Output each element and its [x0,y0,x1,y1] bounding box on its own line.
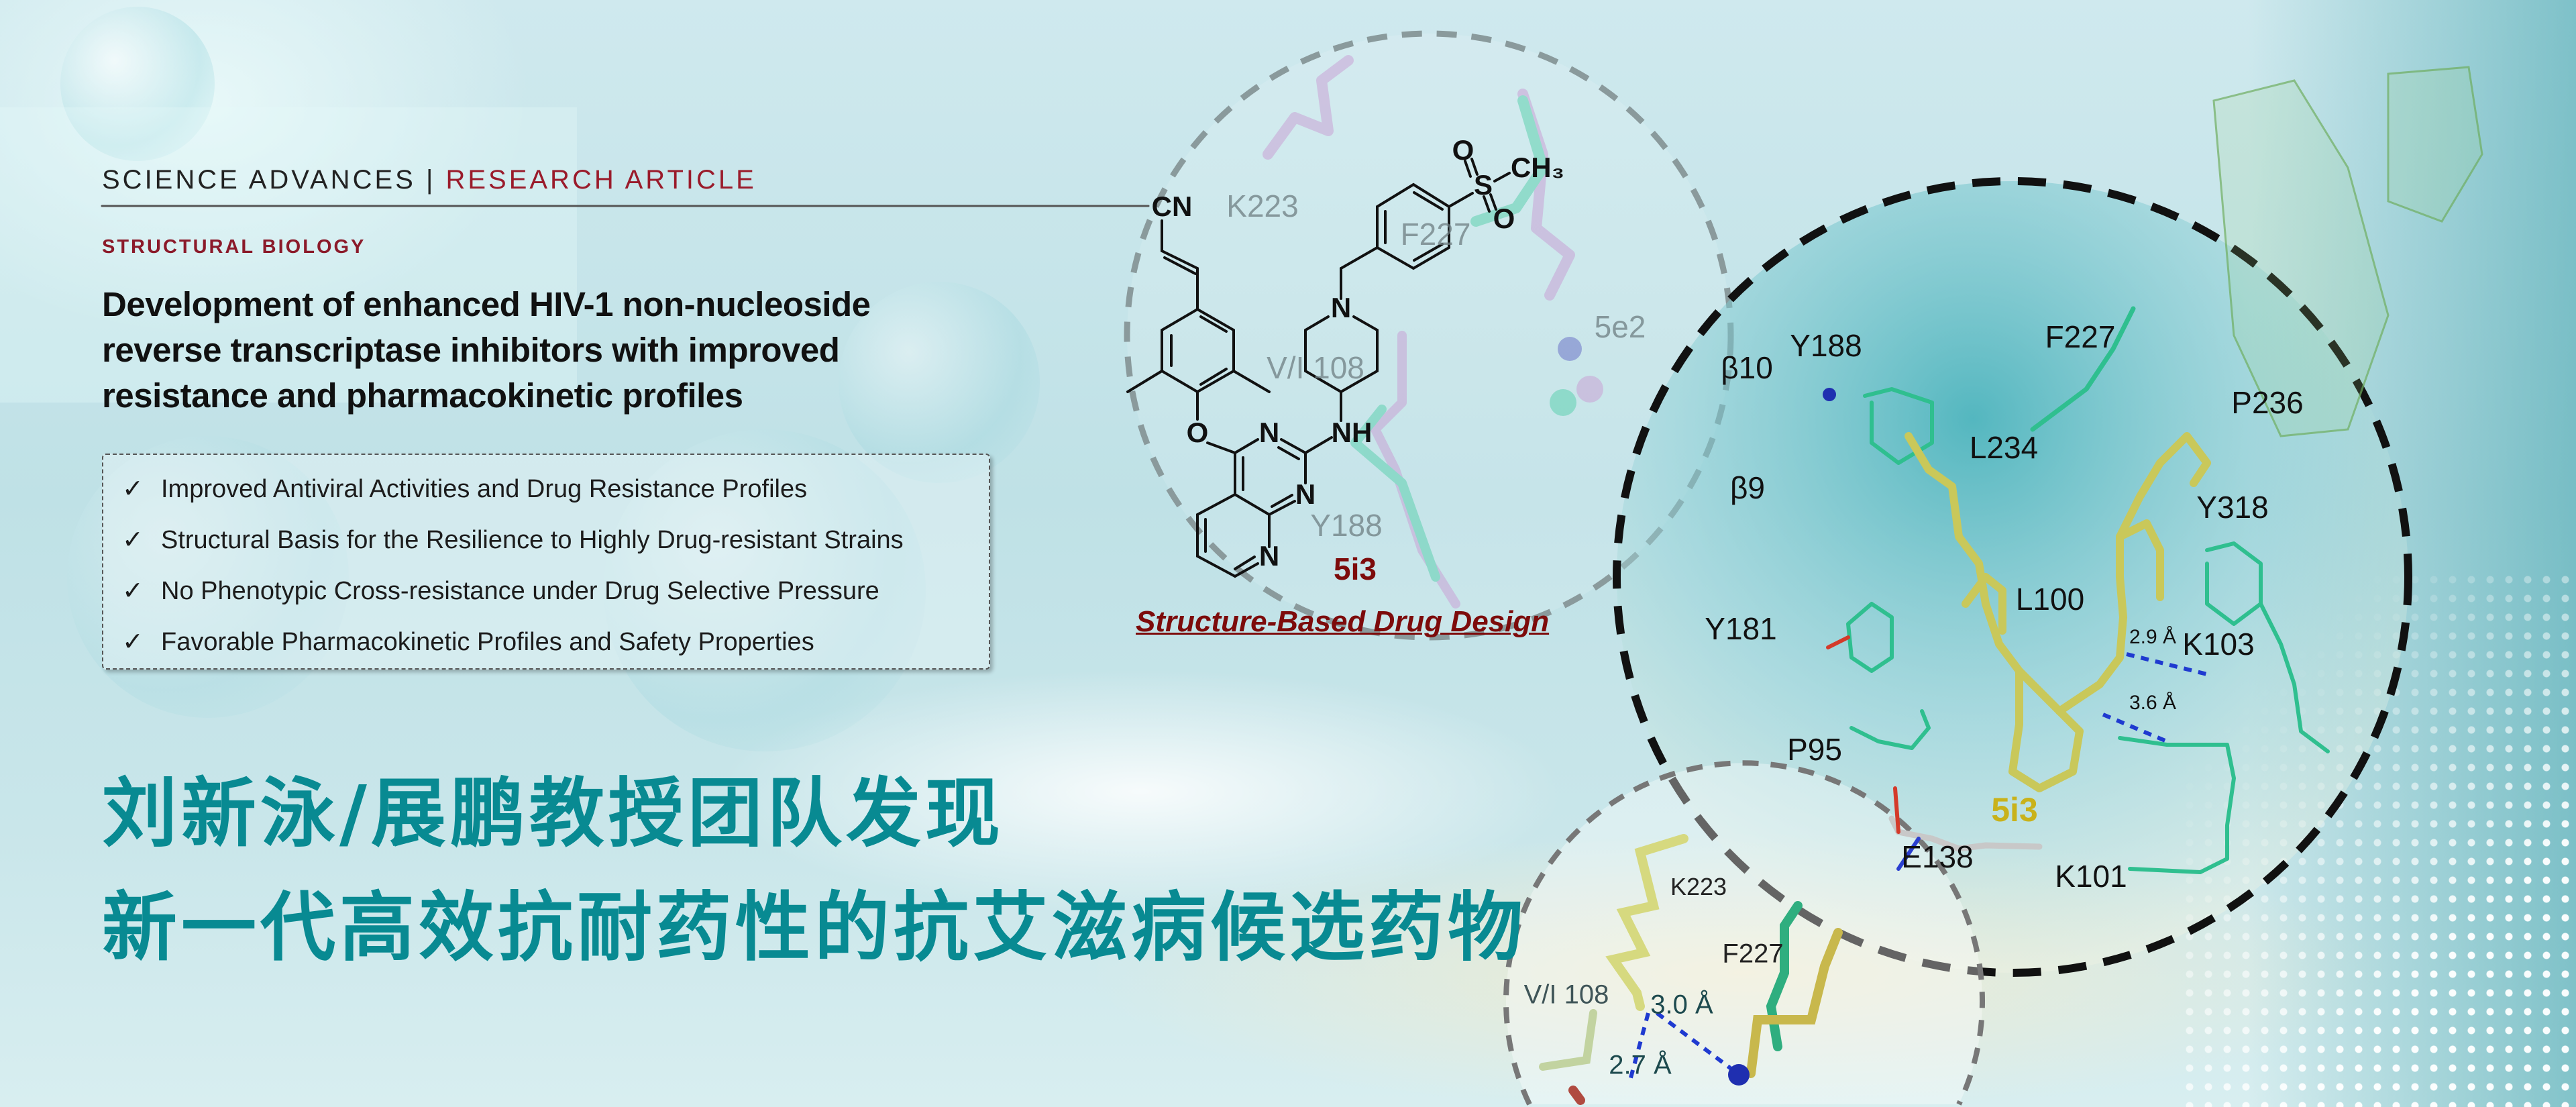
residue-label-p95: P95 [1787,732,1842,767]
inset-circle-fill [1506,763,1982,1104]
atom-label-n: N [1258,417,1280,448]
title-line: Development of enhanced HIV-1 non-nucleo… [102,285,871,323]
binding-site-residues [1826,306,2330,874]
strand-label-b9: β9 [1729,470,1766,505]
section-label: STRUCTURAL BIOLOGY [102,236,366,258]
inset-label-vi108: V/I 108 [1523,980,1609,1010]
title-line: resistance and pharmacokinetic profiles [102,376,743,415]
atom-label-n: N [1330,292,1352,323]
decorative-bubble [60,7,215,161]
overlay-label-k223: K223 [1226,189,1299,223]
residue-label-k101: K101 [2055,859,2127,894]
residue-label-l234: L234 [1969,430,2039,465]
residue-label-k103: K103 [2182,627,2255,662]
highlight-item: ✓ No Phenotypic Cross-resistance under Dr… [122,576,879,606]
atom-label-o: O [1452,134,1474,166]
atom-label-o: O [1493,203,1515,234]
journal-header: SCIENCE ADVANCES | RESEARCH ARTICLE [102,165,757,195]
overlay-label-vi108: V/I 108 [1267,350,1364,385]
residue-label-y318: Y318 [2196,490,2269,525]
chemical-structure-5i3 [101,158,1511,578]
residue-label-y181: Y181 [1705,611,1777,646]
check-icon: ✓ [122,526,144,554]
ligand-5i3-sticks [1823,388,2211,792]
residue-label-f227: F227 [2045,319,2116,354]
overlay-label-y188: Y188 [1310,508,1383,543]
atom-label-n: N [1295,478,1316,510]
overlay-label-5e2: 5e2 [1594,309,1646,344]
inset-label-f227: F227 [1722,939,1784,969]
highlight-item: ✓ Favorable Pharmacokinetic Profiles and … [122,627,814,657]
atom-label-n: N [1258,540,1280,572]
highlight-item: ✓ Structural Basis for the Resilience to … [122,525,904,555]
check-icon: ✓ [122,577,144,605]
decorative-bubble [604,429,926,751]
residue-label-y188: Y188 [1790,328,1862,363]
atom-label-ch3: CH₃ [1510,152,1565,183]
overlay-residue-sticks [1263,55,1603,609]
strand-label-b10: β10 [1721,350,1773,385]
highlight-text: No Phenotypic Cross-resistance under Dru… [161,577,879,605]
caption-structure-based-drug-design: Structure-Based Drug Design [1136,605,1550,638]
journal-name: SCIENCE ADVANCES [102,165,416,195]
inset-label-k223: K223 [1670,873,1727,900]
inset-residue-sticks [1539,834,1843,1105]
hydrogen-bonds [1628,652,2208,1081]
decorative-bubble [67,436,349,718]
ligand-label-5i3: 5i3 [1991,791,2038,829]
inset-distance-label: 3.0 Å [1650,990,1713,1020]
highlight-item: ✓ Improved Antiviral Activities and Drug … [122,474,807,504]
title-line: reverse transcriptase inhibitors with im… [102,331,840,369]
residue-label-e138: E138 [1901,839,1974,874]
highlight-text: Structural Basis for the Resilience to H… [161,526,904,554]
overlay-label-f227: F227 [1400,217,1471,252]
headline-cn-line-2: 新一代高效抗耐药性的抗艾滋病候选药物 [102,884,1527,971]
electron-density-mesh [2212,66,2483,437]
distance-label: 2.9 Å [2129,626,2177,648]
check-icon: ✓ [122,475,144,503]
highlight-text: Favorable Pharmacokinetic Profiles and S… [161,628,814,656]
dashed-circle-binding-site [1613,177,2412,977]
atom-label-o: O [1186,417,1209,448]
compound-label: 5i3 [1334,551,1377,586]
residue-label-l100: L100 [2015,582,2085,617]
inset-distance-label: 2.7 Å [1609,1050,1672,1080]
residue-label-p236: P236 [2231,385,2304,420]
check-icon: ✓ [122,628,144,656]
atom-label-cn: CN [1151,191,1193,222]
atom-label-s: S [1473,169,1493,201]
dashed-circle-inset [1503,760,1985,1106]
header-separator: | [425,165,436,195]
decorative-bubble [839,282,1040,483]
highlights-box: ✓ Improved Antiviral Activities and Drug … [102,454,990,670]
article-title: Development of enhanced HIV-1 non-nucleo… [102,282,871,419]
headline-cn-line-1: 刘新泳/展鹏教授团队发现 [102,770,1004,857]
atom-label-nh: NH [1331,417,1373,448]
highlight-text: Improved Antiviral Activities and Drug R… [161,475,808,503]
decorative-panel [0,107,577,403]
article-type: RESEARCH ARTICLE [445,165,757,195]
distance-label: 3.6 Å [2129,692,2177,714]
